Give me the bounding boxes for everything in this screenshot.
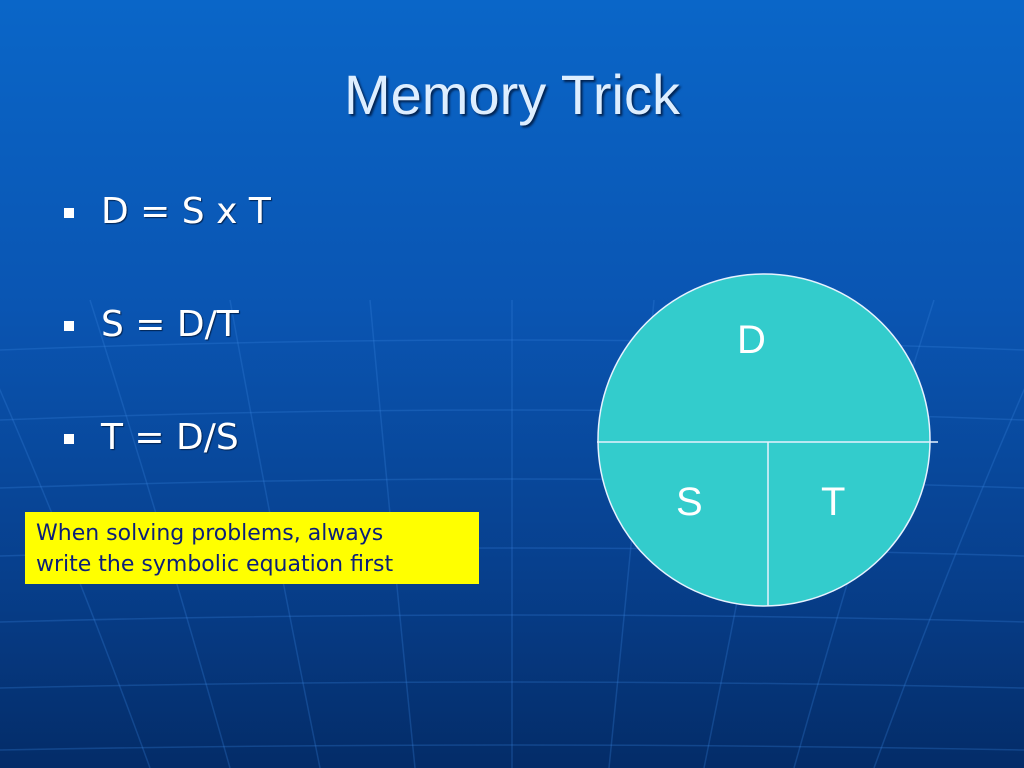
bullet-text: S = D/T: [101, 304, 239, 345]
bullet-text: T = D/S: [101, 417, 239, 458]
diagram-circle: [597, 273, 931, 607]
square-bullet-icon: [64, 208, 74, 218]
bullet-item: D = S x T: [60, 188, 271, 301]
diagram-label-s: S: [676, 480, 703, 524]
slide-title: Memory Trick: [344, 63, 680, 126]
bullet-list: D = S x T S = D/T T = D/S: [60, 188, 271, 527]
diagram-label-d: D: [737, 318, 766, 362]
diagram-label-t: T: [821, 480, 846, 524]
bullet-item: T = D/S: [60, 414, 271, 527]
note-line: write the symbolic equation first: [36, 552, 394, 577]
square-bullet-icon: [64, 434, 74, 444]
square-bullet-icon: [64, 321, 74, 331]
note-box: When solving problems, always write the …: [25, 512, 479, 584]
note-line: When solving problems, always: [36, 521, 384, 546]
bullet-text: D = S x T: [101, 191, 271, 232]
bullet-item: S = D/T: [60, 301, 271, 414]
